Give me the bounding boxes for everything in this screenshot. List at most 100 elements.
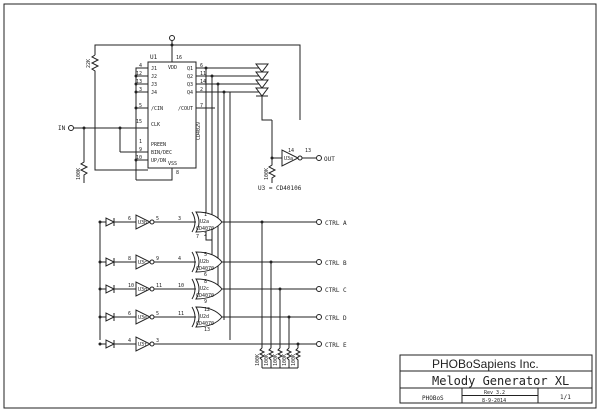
u1-pin-num: 5 <box>139 103 142 109</box>
u1-pin-name: Q3 <box>187 82 193 88</box>
xor-gate <box>195 306 223 328</box>
vdd-label: VDD <box>168 65 177 71</box>
xor-pin-c: 6 <box>204 272 207 278</box>
r-pullup-value: 22K <box>86 59 92 68</box>
resistor-value: 100K <box>255 354 261 366</box>
vss-pin: 8 <box>176 170 179 176</box>
u3a-ref: U3a <box>284 156 293 162</box>
ctrl-terminal[interactable] <box>316 314 322 320</box>
ctrl-terminal[interactable] <box>316 286 322 292</box>
xor-part: CD4070 <box>196 321 214 327</box>
u1-pin-num: 1 <box>139 139 142 145</box>
u1-pin-num: 4 <box>139 63 142 69</box>
inverter-pin-out: 5 <box>156 216 159 222</box>
u1-pin-name: J1 <box>151 66 157 72</box>
inverter-pin-out: 5 <box>156 311 159 317</box>
inverter-pin-in: 8 <box>128 256 131 262</box>
u3-note: U3 = CD40106 <box>258 185 302 192</box>
u1-pin-name: J3 <box>151 82 157 88</box>
u1-pin-num: 13 <box>136 79 142 85</box>
r-pullup: 22K <box>86 54 148 171</box>
u1-pin-num: 9 <box>139 147 142 153</box>
inverter-pin-in: 10 <box>128 283 134 289</box>
diode-array <box>255 63 272 121</box>
ctrl-terminal[interactable] <box>316 341 322 347</box>
u1-pin-num: 11 <box>200 71 206 77</box>
xor-pin-c: 9 <box>204 299 207 305</box>
u1-pin-name: Q2 <box>187 74 193 80</box>
vdd-pin: 16 <box>176 55 182 61</box>
ctrl-label: CTRL A <box>325 220 347 227</box>
out-terminal <box>316 155 322 161</box>
ctrl-terminal[interactable] <box>316 259 322 265</box>
xor-pin-b: 1 <box>204 212 207 218</box>
inverter-pin-out: 9 <box>156 256 159 262</box>
ctrl-label: CTRL B <box>325 260 347 267</box>
u1-pin-name: CLK <box>151 122 160 128</box>
xor-pin-a: 3 <box>178 216 181 222</box>
inverter <box>135 254 152 270</box>
xor-ref: U2a <box>200 219 209 225</box>
xor-part: CD4070 <box>196 226 214 232</box>
inverter <box>135 336 152 352</box>
u1-part: CD4029 <box>196 122 202 140</box>
author: PHOBoS <box>422 395 444 402</box>
u1-pin-num: 3 <box>139 87 142 93</box>
inverter <box>135 214 152 230</box>
u1-ref: U1 <box>150 54 158 61</box>
u1-pin-name: /CIN <box>151 106 163 112</box>
inverter-ref: U3b <box>138 220 147 226</box>
inverter-pin-in: 4 <box>128 338 131 344</box>
u1-pin-name: J4 <box>151 90 157 96</box>
u3a-pin-out: 13 <box>305 148 311 154</box>
resistor-value: 100K <box>273 354 279 366</box>
xor-ref: U2c <box>200 286 209 292</box>
ctrl-terminal[interactable] <box>316 219 322 225</box>
inverter-pin-out: 11 <box>156 283 162 289</box>
u1-pin-num: 7 <box>200 103 203 109</box>
in-label: IN <box>58 125 66 132</box>
inverter-ref: U3f <box>138 342 147 348</box>
diode <box>105 312 116 322</box>
inverter-pin-out: 3 <box>156 338 159 344</box>
q-bus <box>196 67 264 93</box>
u1-pin-num: 12 <box>136 71 142 77</box>
inverter-ref: U3e <box>138 315 147 321</box>
ctrl-label: CTRL E <box>325 342 347 349</box>
resistor-value: 100K <box>264 354 270 366</box>
xor-part: CD4070 <box>196 293 214 299</box>
xor-pin-b: 5 <box>204 252 207 258</box>
u2-gnd-pin: 7 <box>196 234 199 240</box>
inverter <box>135 309 152 325</box>
xor-pin-c: 2 <box>204 232 207 238</box>
diode <box>105 217 116 227</box>
u1-pin-num: 15 <box>136 119 142 125</box>
u1-pin-name: /COUT <box>178 106 193 112</box>
xor-pin-c: 13 <box>204 327 210 333</box>
u3a-schmitt: U3a 14 13 OUT 100K U3 = CD40106 <box>258 120 335 192</box>
diode <box>105 339 116 349</box>
r-out-value: 100K <box>264 168 270 180</box>
sheet-border <box>3 3 597 409</box>
u1-pin-name: PREEN <box>151 142 166 148</box>
title-block: PHOBoSapiens Inc. Melody Generator XL PH… <box>399 354 593 404</box>
diode <box>105 284 116 294</box>
resistor <box>294 347 302 368</box>
xor-pin-b: 8 <box>204 279 207 285</box>
out-label: OUT <box>324 156 335 163</box>
xor-gate <box>195 251 223 273</box>
inverter-pin-in: 6 <box>128 216 131 222</box>
u1-pin-num: 10 <box>136 155 142 161</box>
r-in-value: 100K <box>76 168 82 180</box>
vss-label: VSS <box>168 161 177 167</box>
resistor <box>258 347 266 368</box>
